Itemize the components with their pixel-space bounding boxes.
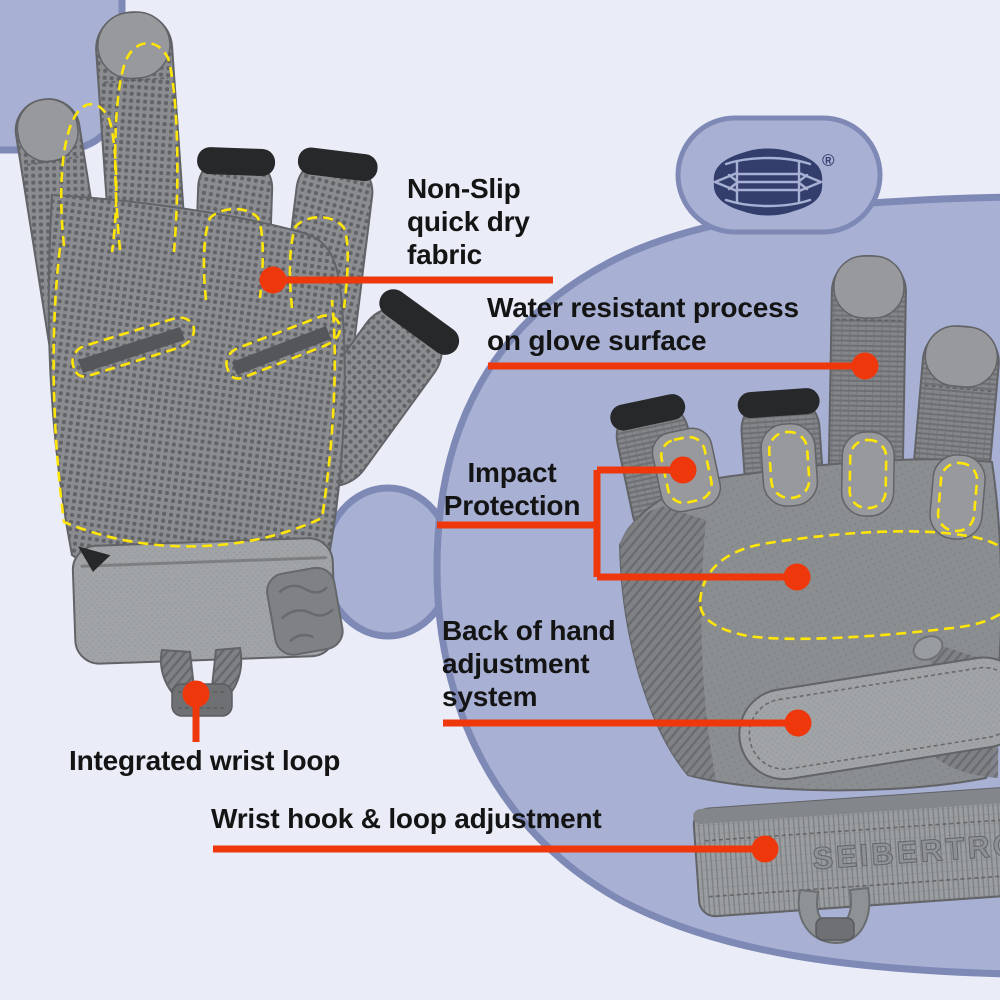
callout-dot-back-of-hand	[784, 709, 812, 737]
left-glove-rubber-patch	[266, 566, 344, 656]
registered-mark: ®	[822, 151, 835, 170]
callout-overlay	[182, 266, 879, 863]
brand-emblem-icon	[713, 148, 823, 216]
brand-logo: ®	[675, 115, 883, 235]
label-non-slip: Non-Slip quick dry fabric	[407, 173, 530, 270]
left-glove-cuff	[71, 537, 344, 665]
left-glove-yellow-stitching	[52, 42, 350, 548]
right-glove-adjustment-tab	[738, 656, 1000, 781]
callout-dot-non-slip	[259, 266, 287, 294]
right-glove-knuckle-pad	[760, 423, 819, 507]
label-wrist-hook: Wrist hook & loop adjustment	[211, 803, 602, 834]
right-glove-wrist-loop	[797, 886, 871, 945]
left-glove-palm-view	[14, 11, 460, 717]
right-glove-impact-pad-stitching	[698, 530, 1000, 641]
callout-dot-wrist-hook	[751, 835, 779, 863]
callout-dot-water-resistant	[851, 352, 879, 380]
label-back-of-hand: Back of hand adjustment system	[442, 615, 616, 712]
label-water-resistant: Water resistant process on glove surface	[487, 292, 799, 356]
callout-dot-wrist-loop	[182, 680, 210, 708]
label-wrist-loop: Integrated wrist loop	[69, 745, 341, 776]
right-glove-knuckle-pad	[840, 431, 895, 517]
callout-dot-impact-knuckle	[669, 456, 697, 484]
callout-dot-impact-pad	[783, 563, 811, 591]
right-glove-rivet	[912, 635, 944, 661]
right-glove-knuckle-pad	[929, 454, 986, 540]
right-glove-wrist-strap: SEIBERTRON	[692, 786, 1000, 918]
label-impact-protection: Impact Protection	[443, 457, 581, 521]
left-glove-palm	[47, 193, 346, 590]
callout-line-impact	[437, 466, 797, 581]
